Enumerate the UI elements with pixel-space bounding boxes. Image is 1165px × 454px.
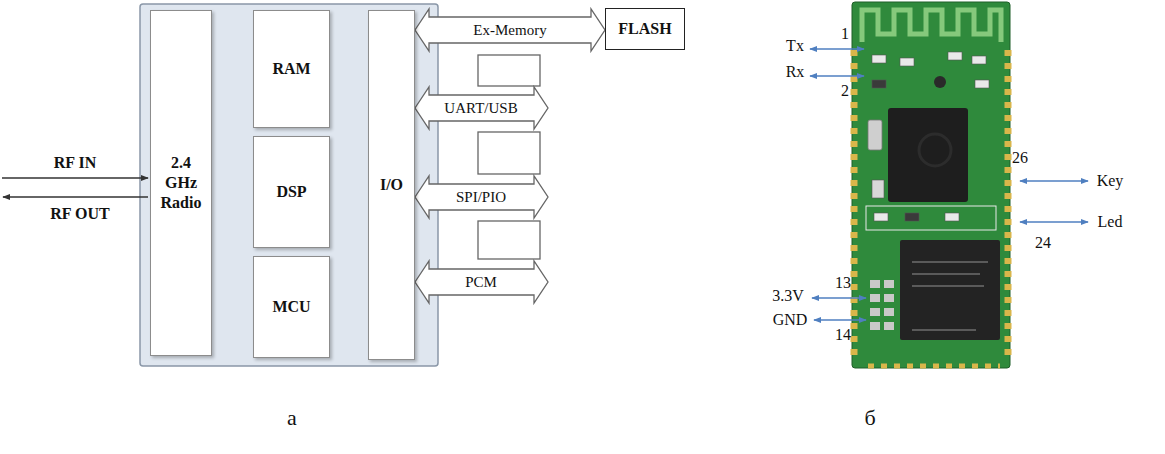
bus-label: SPI/PIO <box>456 189 506 206</box>
block-label: I/O <box>380 175 403 195</box>
signal-label: RF IN <box>54 154 97 172</box>
block-label: RAM <box>272 59 310 79</box>
smd-part <box>945 213 959 221</box>
interface-box <box>478 221 540 259</box>
bus-arrow <box>415 87 548 129</box>
pin-pad <box>870 322 880 330</box>
block-label: MCU <box>272 297 310 317</box>
flash-chip <box>900 240 1000 340</box>
io-block: I/O <box>368 10 415 360</box>
pcb-board <box>852 2 1010 368</box>
pcb-antenna <box>862 10 1001 42</box>
subfigure-letter: а <box>287 406 297 430</box>
pin-name: Led <box>1098 213 1123 231</box>
smd-part <box>900 58 914 66</box>
smd-part <box>975 80 989 88</box>
pin-pad <box>870 294 880 302</box>
pin-arrow <box>810 48 864 50</box>
smd-part <box>948 52 962 60</box>
flash-memory: FLASH <box>605 8 685 50</box>
subfigure-letter: б <box>864 406 875 430</box>
pin-name: GND <box>773 311 808 329</box>
pin-number: 2 <box>841 82 849 100</box>
chip-marking <box>912 329 976 331</box>
silkscreen <box>866 206 996 230</box>
smd-part <box>905 213 919 221</box>
pin-number: 13 <box>835 274 851 292</box>
pin-arrow <box>1020 180 1088 182</box>
pin-name: Rx <box>786 63 805 81</box>
rf-in-arrow <box>2 177 148 178</box>
pin-number: 26 <box>1012 149 1028 167</box>
chip-marking <box>912 285 984 287</box>
ram-block: RAM <box>253 10 330 128</box>
transistor <box>934 76 946 88</box>
pin-pad <box>870 280 880 288</box>
pin-number: 14 <box>835 326 851 344</box>
pin-name: Key <box>1097 172 1124 190</box>
pin-pad <box>884 280 894 288</box>
pin-pad <box>884 294 894 302</box>
bus-label: Ex-Memory <box>471 22 548 39</box>
smd-part <box>972 56 986 64</box>
interface-box <box>478 132 540 174</box>
pcb-pads <box>1005 50 1012 362</box>
smd-part <box>872 80 886 88</box>
pcb-pads <box>851 50 858 362</box>
pin-number: 24 <box>1035 234 1051 252</box>
pin-pad <box>884 308 894 316</box>
smd-part <box>874 213 888 221</box>
mcu-block: MCU <box>253 256 330 358</box>
pin-arrow <box>814 319 866 321</box>
chip-frame <box>140 4 438 366</box>
chip-logo <box>919 134 951 166</box>
signal-label: RF OUT <box>50 205 109 223</box>
bus-arrow <box>415 261 548 303</box>
block-label: 2.4 GHz Radio <box>155 153 207 213</box>
chip-marking <box>912 273 980 275</box>
pin-pad <box>884 322 894 330</box>
pin-name: 3.3V <box>772 287 804 305</box>
bus-label: UART/USB <box>444 100 517 117</box>
main-chip <box>888 108 968 202</box>
interface-box <box>478 55 540 86</box>
crystal <box>868 120 882 150</box>
chip-marking <box>912 261 988 263</box>
pcb-pads <box>868 364 1000 369</box>
pin-arrow <box>812 297 866 299</box>
bus-label: PCM <box>465 274 497 291</box>
dsp-block: DSP <box>253 136 330 248</box>
pin-number: 1 <box>841 25 849 43</box>
radio-block: 2.4 GHz Radio <box>150 10 212 356</box>
bus-arrow <box>415 176 548 218</box>
pin-arrow <box>1020 221 1088 223</box>
rf-out-arrow <box>3 196 148 197</box>
block-label: DSP <box>276 182 306 202</box>
smd-part <box>872 180 884 198</box>
pin-arrow <box>810 75 864 77</box>
bus-connector <box>415 9 605 51</box>
pin-name: Tx <box>786 37 804 55</box>
smd-part <box>872 55 886 63</box>
block-label: FLASH <box>618 19 671 39</box>
pin-pad <box>870 308 880 316</box>
